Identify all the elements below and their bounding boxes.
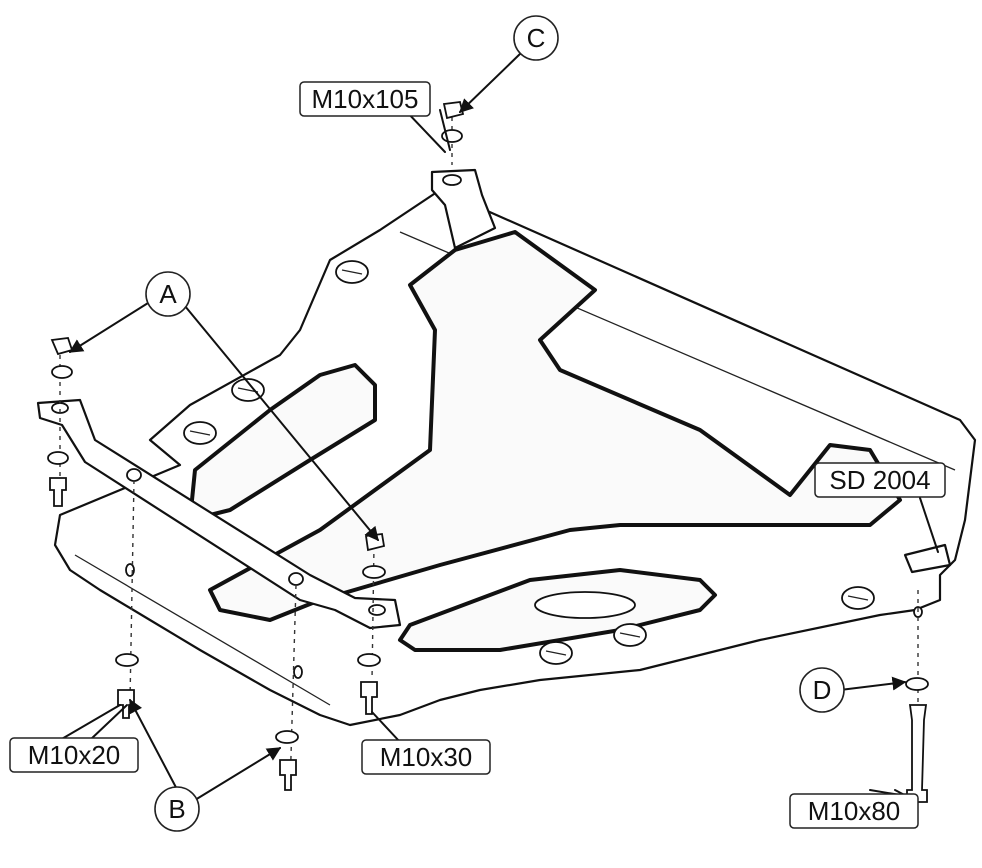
plate-lower-edge: [74, 554, 331, 706]
plug-6: [841, 586, 875, 610]
washer-m10x30: [357, 653, 381, 667]
nut-c: [442, 101, 465, 120]
svg-text:M10x80: M10x80: [808, 796, 901, 826]
plug-4: [539, 641, 573, 665]
bolt-m10x80: [906, 704, 928, 803]
bracket-nut-2: [288, 572, 304, 586]
svg-text:A: A: [159, 279, 177, 309]
label-sd2004: SD 2004: [814, 462, 946, 498]
callout-a: A: [145, 271, 191, 317]
plug-5: [613, 623, 647, 647]
plug-2: [231, 378, 265, 402]
rear-mount-tab: [430, 168, 497, 250]
callout-d: D: [799, 667, 845, 713]
label-m10x105: M10x105: [299, 81, 431, 117]
washer-b-1: [115, 653, 139, 667]
plug-3: [183, 421, 217, 445]
bolt-m10x30: [360, 681, 378, 715]
svg-text:SD 2004: SD 2004: [829, 465, 930, 495]
washer-a-right: [362, 565, 386, 579]
callout-b: B: [154, 786, 200, 832]
svg-text:M10x30: M10x30: [380, 742, 473, 772]
label-m10x80: M10x80: [789, 793, 919, 829]
oval-slot: [534, 591, 636, 619]
nut-a-left: [50, 337, 74, 356]
svg-text:M10x20: M10x20: [28, 740, 121, 770]
callout-c: C: [513, 15, 559, 61]
svg-text:B: B: [168, 794, 185, 824]
plate-cutout-large: [208, 230, 902, 622]
bolt-b-2: [279, 759, 297, 791]
washer-a-left-2: [47, 451, 69, 465]
washer-b-2: [275, 730, 299, 744]
washer-d: [905, 677, 929, 691]
bracket-slot-right: [368, 604, 386, 616]
bolt-a-left: [49, 477, 67, 507]
bracket-nut-1: [126, 468, 142, 482]
plug-1: [335, 260, 369, 284]
label-m10x30: M10x30: [361, 739, 491, 775]
svg-text:C: C: [527, 23, 546, 53]
cross-bracket: [36, 398, 402, 630]
svg-text:D: D: [813, 675, 832, 705]
svg-text:M10x105: M10x105: [312, 84, 419, 114]
label-m10x20: M10x20: [9, 737, 139, 773]
washer-a-left: [51, 365, 73, 379]
